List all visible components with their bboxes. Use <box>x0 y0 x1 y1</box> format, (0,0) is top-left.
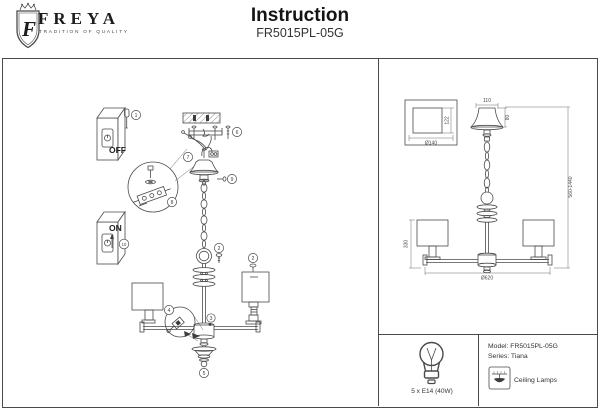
monogram: F <box>21 17 36 41</box>
step-marker-bottom-finial: 5 <box>199 368 209 378</box>
shade-dimension-detail: 122 Ø140 <box>404 99 458 147</box>
svg-text:8: 8 <box>171 200 174 206</box>
canopy-hook <box>201 146 219 158</box>
step-marker-bracket: 6 <box>232 127 242 137</box>
wall-switch-off-icon <box>96 106 126 162</box>
step-marker-canopy-screw: 9 <box>227 174 237 184</box>
spec-model: Model: FR5015PL-05G <box>488 343 558 350</box>
bulb-icon <box>419 341 444 385</box>
step-marker-shade-finial: 2 <box>248 253 258 272</box>
dimension-drawing: 122 Ø140 110 80 <box>404 98 575 282</box>
brand-tagline: TRADITION OF QUALITY <box>39 30 129 35</box>
svg-text:9: 9 <box>231 177 234 183</box>
freya-logo-shield-icon: F <box>16 2 40 49</box>
brand-name: FREYA <box>38 9 120 28</box>
vertical-divider <box>378 58 379 406</box>
svg-text:1: 1 <box>135 113 138 119</box>
dim-body-height: 330 <box>404 240 410 249</box>
step-marker-ring-screw: 2 <box>214 243 224 263</box>
assembly-diagram: 1 OFF 8 <box>96 106 270 378</box>
fixture-front-view <box>416 219 555 274</box>
chain-front-view <box>476 136 498 253</box>
left-shade <box>131 282 164 324</box>
dim-body-height-group: 330 <box>404 219 421 269</box>
dim-hanging-height-group: 560-1440 <box>505 106 574 269</box>
chain <box>200 180 208 249</box>
central-hub <box>192 322 215 346</box>
dim-fixture-diameter-group: Ø620 <box>424 267 551 282</box>
dim-canopy-height: 80 <box>505 115 511 121</box>
stem-glass-discs <box>192 263 216 325</box>
bulb-spec: 5 x E14 (40W) <box>411 388 453 395</box>
page-title: Instruction <box>250 5 350 26</box>
svg-text:5: 5 <box>203 371 206 377</box>
right-shade <box>241 271 270 325</box>
bottom-finial <box>191 346 217 368</box>
dim-hanging-height: 560-1440 <box>568 176 574 197</box>
step-marker-canopy: 7 <box>183 152 193 162</box>
title-block: Instruction FR5015PL-05G <box>215 5 385 41</box>
spec-series: Series: Tiana <box>488 353 528 360</box>
on-label: ON <box>109 223 122 233</box>
info-cell-divider <box>478 334 479 406</box>
canopy-front-view: 110 80 <box>470 98 511 137</box>
dim-canopy-width: 110 <box>483 98 491 104</box>
canopy-side-screw-icon <box>217 176 227 182</box>
svg-text:6: 6 <box>236 130 239 136</box>
step-marker-arm-joint: 3 <box>206 313 216 326</box>
wall-switch-on-icon <box>96 210 126 266</box>
svg-text:4: 4 <box>168 308 171 314</box>
svg-text:2: 2 <box>218 246 221 252</box>
ceiling-plate <box>182 112 221 124</box>
off-label: OFF <box>109 145 126 155</box>
canopy <box>189 159 219 183</box>
step-marker-power-on: 10 <box>118 238 130 250</box>
step-marker-socket: 4 <box>164 305 174 315</box>
page-model: FR5015PL-05G <box>256 26 344 40</box>
arrow-up-icon <box>110 234 114 248</box>
step-marker-wiring: 8 <box>167 197 177 207</box>
svg-text:2: 2 <box>252 256 255 262</box>
hanging-ring <box>196 248 212 264</box>
dim-shade-diameter: Ø140 <box>425 141 437 147</box>
dim-fixture-diameter: Ø620 <box>481 276 493 282</box>
info-row-divider <box>378 334 597 335</box>
spec-category: Ceiling Lamps <box>514 377 558 384</box>
screwdriver-icon <box>124 108 130 129</box>
content-frame <box>2 58 598 408</box>
svg-text:10: 10 <box>122 242 127 247</box>
svg-text:3: 3 <box>210 316 213 322</box>
dim-shade-height: 122 <box>445 116 451 125</box>
socket-detail-circle <box>164 306 204 342</box>
wires <box>181 130 212 151</box>
svg-text:7: 7 <box>187 155 190 161</box>
step-marker-screwdriver: 1 <box>131 110 141 120</box>
ceiling-lamps-icon <box>488 366 511 390</box>
mounting-bracket <box>188 125 231 140</box>
